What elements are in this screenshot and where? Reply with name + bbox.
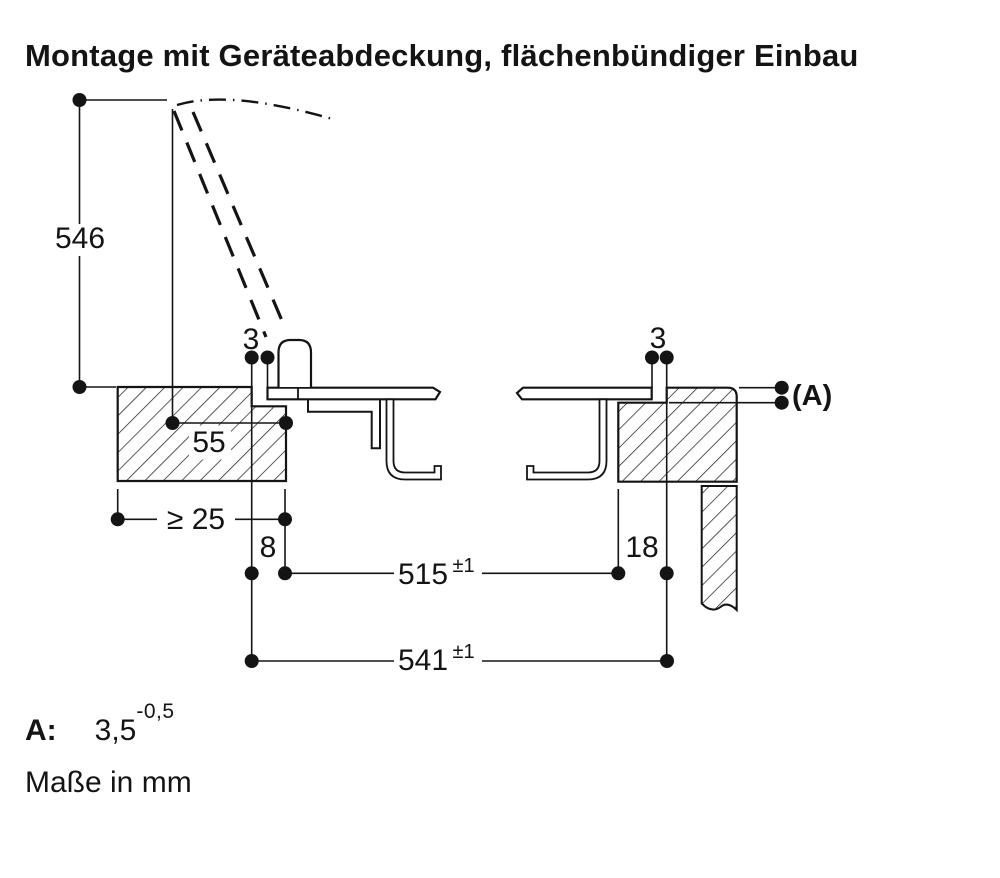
mounting-clamp <box>385 398 442 481</box>
dim-3-left-label: 3 <box>243 323 260 356</box>
hob-housing-flange <box>307 399 381 450</box>
open-cover-dashed-line <box>172 110 268 338</box>
dim-515-label: 515 ±1 <box>398 555 475 591</box>
note-a-key: A: <box>25 714 57 747</box>
endpoint-dot <box>260 350 275 365</box>
endpoint-dot <box>660 654 674 668</box>
endpoint-dot <box>645 350 659 365</box>
dim-A-label: (A) <box>792 380 832 412</box>
note-a: A: 3,5-0,5 <box>25 700 175 750</box>
dim-515-tolerance: ±1 <box>453 555 475 577</box>
hob-glass-panel <box>515 386 653 401</box>
endpoint-dot <box>244 566 259 581</box>
endpoint-dot <box>72 380 87 394</box>
left-hob-assembly <box>172 98 442 481</box>
mounting-clamp <box>526 398 608 481</box>
cover-swing-arc <box>176 98 337 122</box>
label-backing <box>394 642 482 675</box>
dim-25-label: ≥ 25 <box>167 503 225 536</box>
dim-541-value: 541 <box>398 644 448 677</box>
endpoint-dot <box>774 380 789 395</box>
endpoint-dot <box>278 512 292 527</box>
dim-546-label: 546 <box>55 222 105 255</box>
hinge-dome <box>277 338 313 387</box>
dim-541-label: 541 ±1 <box>398 641 475 677</box>
endpoint-dot <box>165 416 180 430</box>
right-hob-assembly <box>515 386 653 481</box>
label-backing <box>157 503 235 534</box>
footnotes: A: 3,5-0,5 Maße in mm <box>25 700 192 799</box>
endpoint-dot <box>279 416 293 430</box>
endpoint-dot <box>110 512 125 527</box>
dim-8-label: 8 <box>260 531 277 564</box>
endpoint-dot <box>659 566 674 581</box>
label-backing <box>394 556 482 589</box>
endpoint-dot <box>659 350 674 365</box>
note-a-value: 3,5 <box>94 714 137 747</box>
open-cover-dashed-line <box>191 111 288 331</box>
note-a-tolerance: -0,5 <box>136 700 175 723</box>
dimension-labels: 546 3 55 ≥ 25 8 515 ±1 541 ±1 3 18 (A) <box>55 222 832 677</box>
right-worktop-section <box>617 386 738 613</box>
hob-glass-panel <box>266 386 442 401</box>
dim-541-tolerance: ±1 <box>453 641 475 663</box>
label-backing <box>54 224 106 256</box>
cabinet-panel-section <box>700 485 738 613</box>
label-backing <box>189 425 231 460</box>
units-note: Maße in mm <box>25 766 192 799</box>
dim-55-label: 55 <box>192 426 225 459</box>
dim-18-label: 18 <box>625 531 658 564</box>
page-title: Montage mit Geräteabdeckung, flächenbünd… <box>25 38 859 73</box>
dim-515-value: 515 <box>398 558 448 591</box>
endpoint-dot <box>278 566 292 581</box>
endpoint-dot <box>611 566 626 581</box>
endpoint-dot <box>774 395 789 410</box>
worktop-cross-section <box>617 386 738 483</box>
dim-3-right-label: 3 <box>650 322 667 355</box>
endpoint-dot <box>244 654 259 668</box>
dimension-endpoints <box>72 93 789 668</box>
endpoint-dot <box>244 350 259 365</box>
endpoint-dot <box>72 93 87 107</box>
label-backings <box>54 224 482 675</box>
left-worktop-section <box>116 385 288 483</box>
